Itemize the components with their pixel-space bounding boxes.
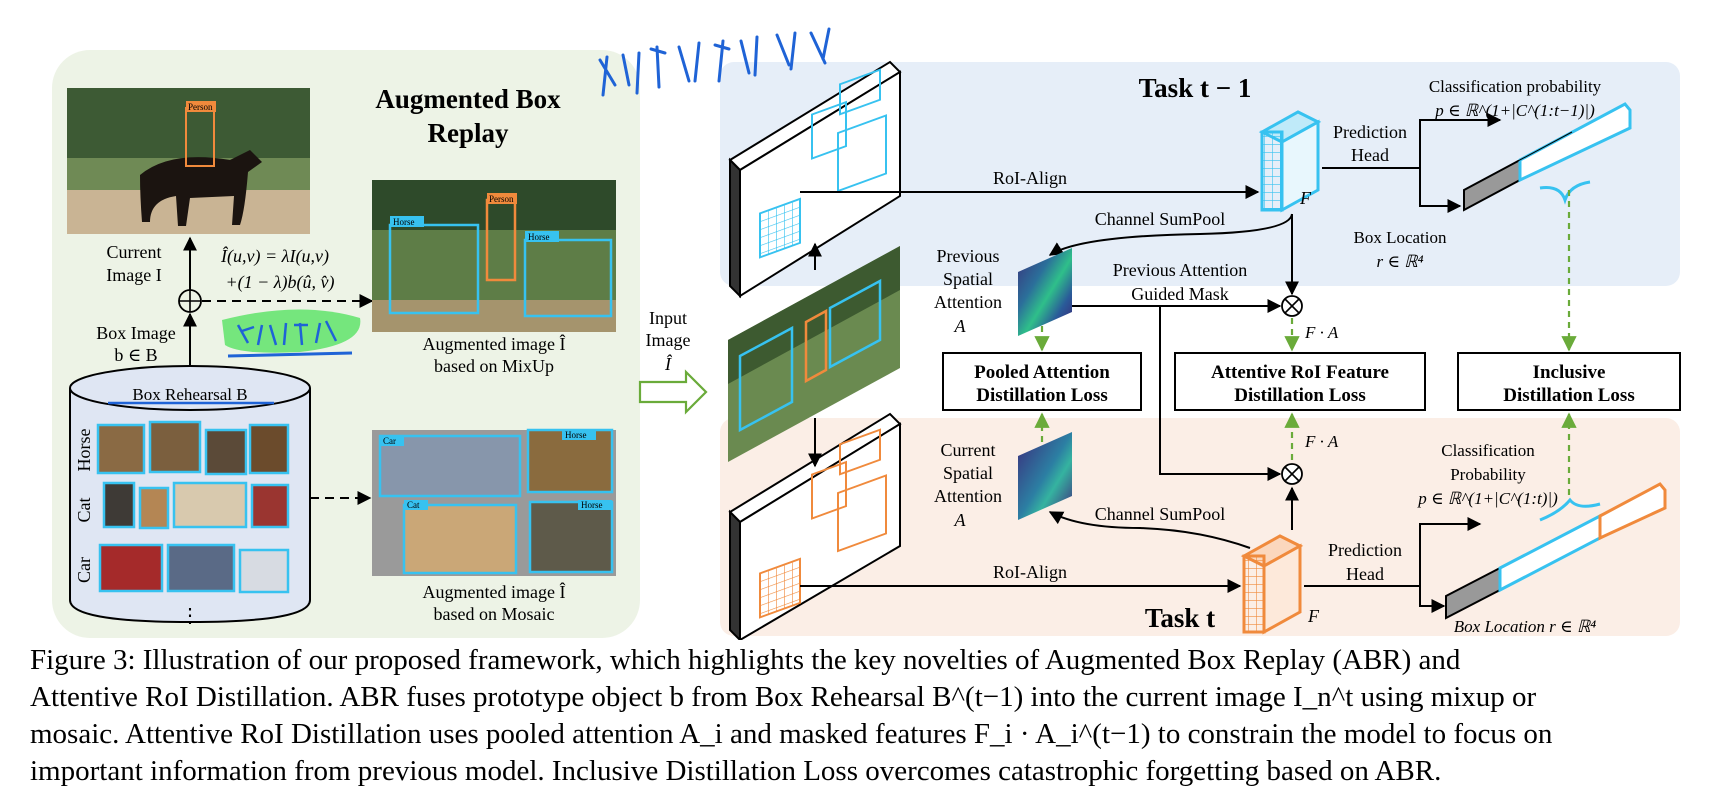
svg-text:Inclusive: Inclusive bbox=[1533, 362, 1606, 383]
class-prob-cur-2: Probability bbox=[1450, 465, 1526, 484]
category-horse: Horse bbox=[74, 429, 94, 472]
svg-text:Distillation Loss: Distillation Loss bbox=[1234, 385, 1365, 406]
task-cur-title: Task t bbox=[1145, 603, 1215, 633]
mosaic-caption-2: based on Mosaic bbox=[434, 604, 555, 624]
mosaic-augmented-image: Car Horse Cat Horse bbox=[372, 428, 616, 576]
prev-attention-map bbox=[1018, 248, 1072, 336]
more-dots: ⋮ bbox=[180, 605, 200, 627]
channel-sumpool-cur: Channel SumPool bbox=[1095, 504, 1226, 524]
mixup-caption-2: based on MixUp bbox=[434, 356, 554, 376]
highlighter-annotation bbox=[222, 309, 361, 358]
cur-attention-map bbox=[1018, 432, 1072, 520]
prev-spatial-4: A bbox=[954, 316, 967, 336]
prev-spatial-1: Previous bbox=[937, 246, 1000, 266]
category-cat: Cat bbox=[74, 498, 94, 523]
prev-spatial-2: Spatial bbox=[943, 269, 993, 289]
current-image-photo: Person bbox=[67, 88, 310, 234]
cur-spatial-1: Current bbox=[941, 440, 996, 460]
pred-head-prev-1: Prediction bbox=[1333, 122, 1407, 142]
fa-cur-label: F · A bbox=[1304, 432, 1339, 451]
feature-cube-prev bbox=[1258, 110, 1322, 213]
mixup-augmented-image: Horse Person Horse bbox=[372, 180, 616, 332]
task-prev-bg bbox=[720, 62, 1680, 286]
mix-formula-1: Î(u,v) = λI(u,v) bbox=[220, 245, 329, 267]
handwritten-annotation bbox=[598, 27, 831, 97]
input-arrow-icon bbox=[638, 369, 708, 415]
svg-text:Distillation Loss: Distillation Loss bbox=[1503, 385, 1634, 406]
box-location-cur: Box Location r ∈ ℝ⁴ bbox=[1454, 617, 1597, 636]
cur-spatial-4: A bbox=[954, 510, 967, 530]
feature-cur-label: F bbox=[1307, 606, 1320, 626]
channel-sumpool-prev: Channel SumPool bbox=[1095, 209, 1226, 229]
input-label-3: Î bbox=[664, 353, 673, 374]
loss-inclusive-box: Inclusive Distillation Loss bbox=[1457, 352, 1681, 411]
pred-head-cur-1: Prediction bbox=[1328, 540, 1402, 560]
mix-plus-icon bbox=[178, 289, 202, 313]
fa-prev-label: F · A bbox=[1304, 323, 1339, 342]
class-prob-prev: Classification probability bbox=[1429, 77, 1602, 96]
cur-spatial-2: Spatial bbox=[943, 463, 993, 483]
mix-formula-2: +(1 − λ)b(û, v̂) bbox=[225, 272, 334, 293]
backbone-prev bbox=[728, 60, 902, 299]
svg-text:Person: Person bbox=[188, 102, 213, 112]
loss-pooled-box: Pooled Attention Distillation Loss bbox=[942, 352, 1142, 411]
input-label-2: Image bbox=[646, 330, 691, 350]
box-location-prev-formula: r ∈ ℝ⁴ bbox=[1376, 252, 1423, 271]
task-cur-bg bbox=[720, 418, 1680, 636]
svg-text:Attentive RoI Feature: Attentive RoI Feature bbox=[1211, 362, 1389, 383]
box-image-label: Box Image bbox=[96, 323, 175, 343]
prev-mask-1: Previous Attention bbox=[1113, 260, 1248, 280]
caption-line-4: important information from previous mode… bbox=[30, 755, 1442, 787]
svg-text:Horse: Horse bbox=[565, 430, 587, 440]
caption-line-2: Attentive RoI Distillation. ABR fuses pr… bbox=[30, 681, 1537, 713]
abr-title-1: Augmented Box bbox=[375, 84, 561, 114]
feature-cube-cur bbox=[1240, 534, 1304, 635]
backbone-cur bbox=[728, 412, 902, 640]
input-image bbox=[728, 246, 900, 462]
class-prob-cur-formula: p ∈ ℝ^(1+|C^(1:t)|) bbox=[1417, 489, 1558, 508]
svg-text:Cat: Cat bbox=[407, 500, 420, 510]
cur-spatial-3: Attention bbox=[934, 486, 1002, 506]
abr-title-2: Replay bbox=[428, 118, 510, 148]
box-location-prev: Box Location bbox=[1353, 228, 1447, 247]
class-prob-cur-1: Classification bbox=[1441, 441, 1535, 460]
svg-text:Car: Car bbox=[383, 436, 396, 446]
mosaic-caption-1: Augmented image Î bbox=[423, 581, 566, 602]
svg-text:Horse: Horse bbox=[581, 500, 603, 510]
multiply-cur-icon bbox=[1281, 463, 1303, 485]
multiply-prev-icon bbox=[1281, 295, 1303, 317]
distill-arrows bbox=[1034, 190, 1577, 495]
framework-figure: Augmented Box Replay Person Current Imag… bbox=[52, 27, 1681, 640]
mixup-caption-1: Augmented image Î bbox=[423, 333, 566, 354]
svg-text:Pooled Attention: Pooled Attention bbox=[974, 362, 1110, 383]
caption-line-3: mosaic. Attentive RoI Distillation uses … bbox=[30, 718, 1553, 750]
svg-text:Person: Person bbox=[489, 194, 514, 204]
prediction-bar-cur bbox=[1445, 482, 1667, 620]
task-prev-title: Task t − 1 bbox=[1139, 73, 1252, 103]
caption-line-1: Figure 3: Illustration of our proposed f… bbox=[30, 644, 1461, 676]
svg-text:Horse: Horse bbox=[528, 232, 550, 242]
rehearsal-thumbnails bbox=[96, 420, 290, 594]
input-label-1: Input bbox=[649, 308, 687, 328]
figure-caption: Figure 3: Illustration of our proposed f… bbox=[30, 642, 1700, 790]
roi-align-prev: RoI-Align bbox=[993, 168, 1067, 188]
feature-prev-label: F bbox=[1299, 188, 1312, 208]
box-image-label-2: b ∈ B bbox=[114, 345, 157, 365]
loss-attentive-box: Attentive RoI Feature Distillation Loss bbox=[1174, 352, 1426, 411]
category-car: Car bbox=[74, 557, 94, 583]
prediction-bar-prev bbox=[1463, 102, 1632, 212]
box-rehearsal-label: Box Rehearsal B bbox=[132, 385, 247, 404]
roi-align-cur: RoI-Align bbox=[993, 562, 1067, 582]
pred-head-prev-2: Head bbox=[1351, 145, 1389, 165]
pred-head-cur-2: Head bbox=[1346, 564, 1384, 584]
svg-text:Distillation Loss: Distillation Loss bbox=[976, 385, 1107, 406]
current-image-label-2: Image I bbox=[106, 265, 161, 285]
class-prob-prev-formula: p ∈ ℝ^(1+|C^(1:t−1)|) bbox=[1434, 101, 1595, 120]
prev-mask-2: Guided Mask bbox=[1131, 284, 1229, 304]
current-image-label: Current bbox=[107, 242, 162, 262]
prev-spatial-3: Attention bbox=[934, 292, 1002, 312]
svg-text:Horse: Horse bbox=[393, 217, 415, 227]
